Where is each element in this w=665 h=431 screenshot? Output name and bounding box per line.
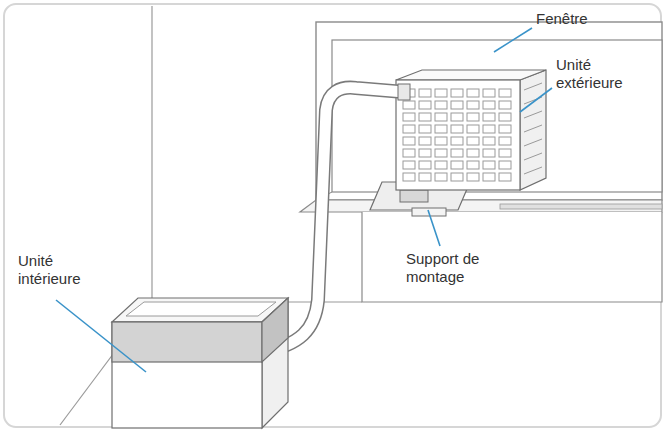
outdoor-unit-side [520,70,546,190]
part-label: Unité extérieure [556,56,638,92]
wall-ledge [362,212,662,302]
indoor-unit-top [112,298,288,322]
window-sill [300,200,662,212]
vent-grid [402,88,514,184]
frame [4,4,661,427]
part-label: Fenêtre [536,10,626,28]
leader-line [494,28,532,52]
window-pane [332,40,662,192]
leader-line [520,88,552,112]
leader-line [56,300,146,372]
outdoor-unit [396,80,520,190]
wall-corner [151,6,152,302]
indoor-unit-band [112,322,262,362]
indoor-unit-side [262,298,288,428]
part-label: Support de montage [406,250,492,286]
leader-line [428,210,440,246]
window-frame [316,22,662,200]
leader-lines [56,28,552,372]
part-label: Unité intérieure [18,252,100,288]
indoor-unit [112,322,262,428]
